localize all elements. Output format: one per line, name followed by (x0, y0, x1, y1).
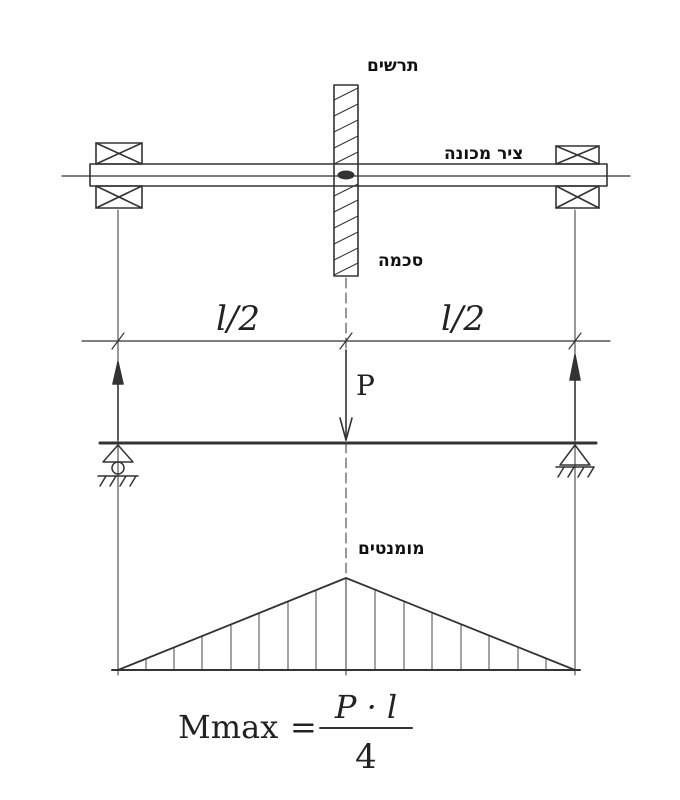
roller-support-icon (555, 444, 595, 478)
left-bearing-icon (95, 142, 143, 209)
right-span-label: l/2 (441, 299, 485, 339)
left-span-label: l/2 (216, 299, 260, 339)
formula-equals: = (290, 708, 317, 746)
formula-denominator: 4 (355, 737, 377, 777)
moments-label: מומנטים (358, 539, 425, 559)
dimension-line (81, 332, 611, 350)
pin-support-icon (97, 444, 139, 487)
formula-numerator: P · l (334, 688, 397, 726)
formula-lhs: Mmax (178, 708, 278, 746)
right-reaction-arrow (569, 354, 581, 441)
left-reaction-arrow (112, 361, 124, 441)
gear-disc (333, 84, 359, 277)
right-bearing-icon (555, 145, 600, 209)
load-label: P (356, 369, 375, 402)
machine-axis-label: ציר מכונה (444, 144, 524, 164)
moment-diagram (111, 577, 581, 671)
schematic-label: סכמה (378, 251, 424, 271)
drawing-label: תרשים (367, 56, 419, 76)
load-arrow (339, 349, 353, 441)
